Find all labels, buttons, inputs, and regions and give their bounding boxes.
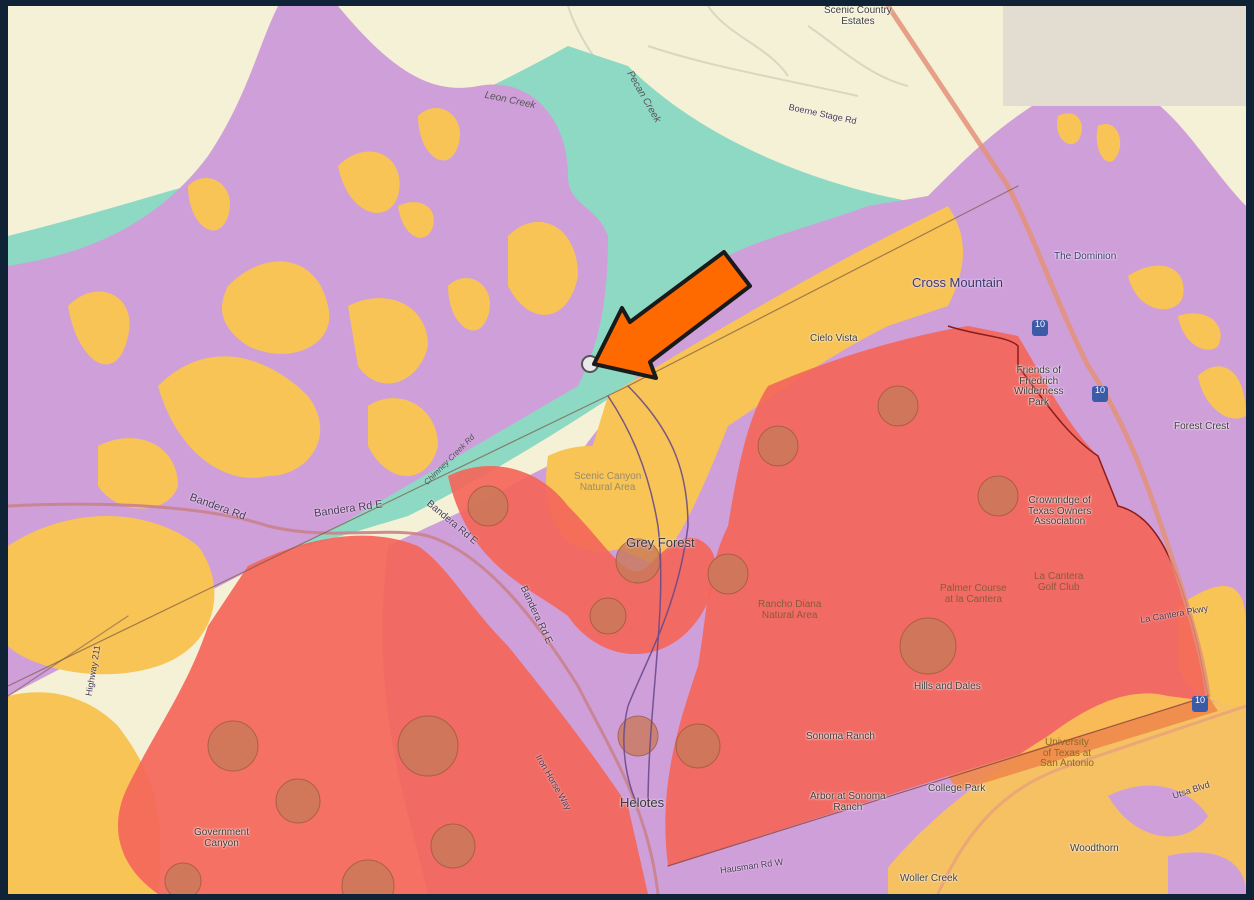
label-crownridge: Crownridge of Texas Owners Association [1028,495,1092,527]
label-sonoma-ranch: Sonoma Ranch [806,731,875,742]
development-gray-block [1003,6,1246,106]
label-la-cantera-golf: La Cantera Golf Club [1034,571,1084,593]
i10-label: 10 [1194,695,1205,705]
label-arbor-sonoma: Arbor at Sonoma Ranch [810,791,886,813]
label-cross-mountain: Cross Mountain [912,275,1004,290]
roads [8,6,1246,894]
i10-shield-b: 10 [1092,385,1108,402]
label-grey-forest: Grey Forest [626,535,695,550]
label-hills-and-dales: Hills and Dales [914,681,981,692]
label-rancho-diana: Rancho Diana Natural Area [758,599,822,621]
zone-purple-specks [788,785,1246,894]
label-the-dominion: The Dominion [1054,251,1117,262]
label-palmer-course: Palmer Course at la Cantera [940,583,1007,605]
pointer-arrow-icon [592,250,752,380]
zone-red-central [448,466,716,655]
zone-yellow-corridor [568,206,963,566]
label-college-park: College Park [928,783,986,794]
i10-label: 10 [1094,385,1105,395]
label-cielo-vista: Cielo Vista [810,333,858,344]
zone-brown-bubbles [164,385,1019,894]
zone-yellow-blobs [8,107,1246,894]
zone-red-west [118,535,648,894]
label-forest-crest: Forest Crest [1174,421,1230,432]
zone-orange-strip [948,696,1218,791]
zone-yellow-southeast [868,693,1246,894]
label-utsa: University of Texas at San Antonio [1040,737,1094,769]
map-canvas[interactable] [8,6,1246,894]
label-friends-friedrich: Friends of Friedrich Wilderness Park [1014,365,1064,408]
zone-purple-west [8,6,608,696]
label-helotes: Helotes [620,795,665,810]
i10-shield-a: 10 [1032,319,1048,336]
label-government-canyon: Government Canyon [194,827,250,849]
label-scenic-country-estates: Scenic Country Estates [824,6,892,27]
map-frame[interactable]: Scenic Country Estates Cross Mountain Th… [8,6,1246,894]
label-woller-creek: Woller Creek [900,873,958,884]
i10-shield-c: 10 [1192,695,1208,712]
i10-label: 10 [1034,319,1045,329]
label-scenic-canyon: Scenic Canyon Natural Area [574,471,642,493]
label-woodthorn: Woodthorn [1070,843,1119,854]
